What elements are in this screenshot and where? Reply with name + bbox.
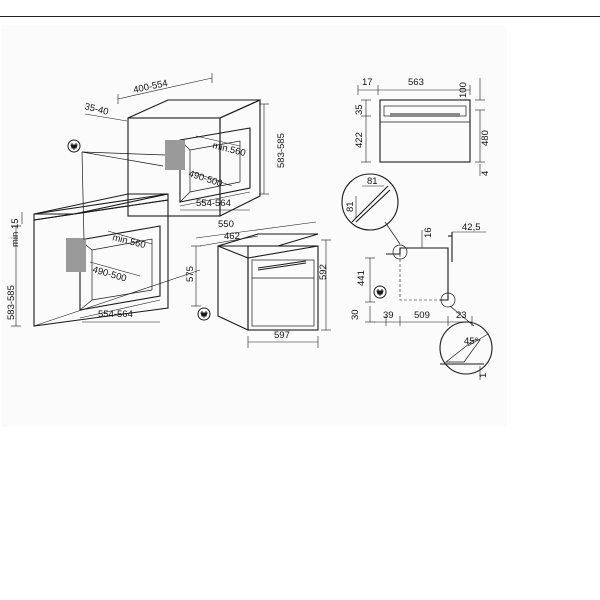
label-554-564-top: 554-564: [196, 198, 231, 209]
drawing-panel: [2, 25, 507, 427]
top-rule: [0, 16, 600, 17]
label-min560-left: min.560: [111, 232, 146, 251]
side-view: [386, 232, 456, 308]
label-422: 422: [354, 132, 365, 148]
column-cabinet: [127, 99, 261, 217]
front-view: [379, 99, 471, 163]
label-480: 480: [480, 130, 491, 146]
label-min15: min 15: [10, 218, 21, 247]
label-462: 462: [224, 231, 240, 242]
label-583-585-left: 583-585: [6, 285, 17, 320]
label-550: 550: [218, 219, 234, 230]
label-min560-top: min.560: [211, 140, 246, 159]
plug-icon: [373, 285, 387, 299]
label-509: 509: [414, 310, 430, 321]
label-81-horizontal: 81: [367, 176, 378, 187]
label-35: 35: [354, 104, 365, 115]
label-583-585-top: 583-585: [276, 133, 287, 168]
vent-block-top: [165, 140, 185, 170]
plug-icon: [197, 307, 211, 321]
label-490-500-top: 490-500: [187, 168, 224, 189]
label-400-554: 400-554: [132, 78, 168, 96]
label-4: 4: [480, 171, 491, 176]
plug-icon: [67, 139, 81, 153]
detail-circle-top: [341, 173, 401, 245]
detail-circle-bottom: [439, 305, 493, 380]
base-cabinet: [33, 193, 169, 327]
label-39: 39: [383, 310, 394, 321]
label-554-564-left: 554-564: [98, 309, 133, 320]
label-16: 16: [423, 227, 434, 238]
label-100: 100: [458, 82, 469, 98]
label-17: 17: [362, 77, 373, 88]
label-30: 30: [350, 309, 361, 320]
label-575: 575: [185, 266, 196, 282]
label-597: 597: [274, 330, 290, 341]
label-592: 592: [318, 264, 329, 280]
vent-block-left: [66, 238, 86, 272]
label-42-5: 42,5: [462, 222, 481, 233]
label-81-vertical: 81: [345, 201, 356, 212]
label-45-degrees: 45°: [464, 336, 479, 347]
label-1: 1: [478, 373, 489, 378]
label-23: 23: [456, 310, 467, 321]
label-35-40: 35-40: [83, 101, 109, 118]
label-441: 441: [356, 270, 367, 286]
oven-3d: [217, 233, 319, 331]
label-563: 563: [408, 77, 424, 88]
